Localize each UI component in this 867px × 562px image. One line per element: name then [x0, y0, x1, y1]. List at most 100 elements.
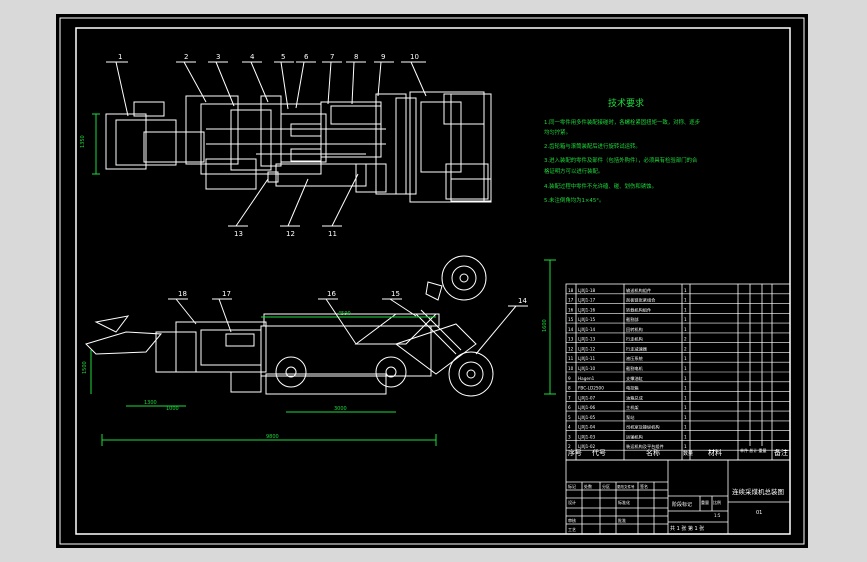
bom-seq: 8 [568, 386, 571, 391]
bom-code: LJXJ1-05 [578, 415, 596, 420]
bom-name: 行走机构 [626, 336, 643, 343]
standard-label: 标准化 [618, 499, 630, 505]
outer-border [59, 17, 805, 545]
drawing-name: 连续采煤机总装图 [732, 487, 784, 496]
balloon-2: 2 [184, 53, 188, 61]
bom-code: LJXJ1-07 [578, 395, 596, 400]
bom-header-material: 材料 [708, 448, 722, 457]
bom-qty: 1 [684, 366, 687, 371]
title-block-texts: 连续采煤机总装图 01 阶段标记 重量 比例 1:5 共 1 张 第 1 张 标… [568, 483, 784, 532]
dim-overhang: 1000 [166, 406, 179, 412]
sig-label: 签名 [640, 483, 648, 489]
bom-code: LJXJ1-03 [578, 434, 596, 439]
bom-code: LJXJ1-18 [578, 288, 596, 293]
balloon-1: 1 [118, 53, 122, 61]
stage-label: 阶段标记 [672, 501, 692, 508]
bom-name: 液压系统 [626, 355, 643, 362]
bom-seq: 18 [568, 288, 574, 293]
dim-height: 1600 [542, 319, 548, 332]
bom-header-seq: 序号 [568, 448, 582, 457]
dim-total: 9800 [266, 434, 279, 440]
inner-border [75, 27, 791, 535]
bom-qty: 1 [684, 327, 687, 332]
bom-code: LJXJ1-04 [578, 425, 596, 430]
bom-qty: 2 [684, 346, 687, 351]
balloon-13: 13 [234, 230, 243, 238]
bom-seq: 16 [568, 307, 574, 312]
bom-code: Hagen1 [578, 376, 595, 381]
bom-qty: 1 [684, 395, 687, 400]
dimension-texts: 1350 4590 1600 3000 9800 1300 1500 1000 [80, 135, 548, 440]
balloon-5: 5 [281, 53, 285, 61]
dim-front: 1300 [144, 400, 157, 406]
bom-qty: 1 [684, 356, 687, 361]
drawing-svg: 1 2 3 4 5 6 7 8 9 10 13 12 11 18 17 16 1… [59, 17, 805, 545]
bom-header-weight: 单件 总计 重量 [740, 447, 767, 453]
bom-qty: 1 [684, 444, 687, 449]
mark-label: 标记 [568, 483, 576, 489]
scale-value: 1:5 [714, 513, 721, 518]
bom-qty: 1 [684, 288, 687, 293]
bom-name: 刮板链张紧组合 [626, 297, 656, 304]
balloon-7: 7 [330, 53, 334, 61]
bom-qty: 1 [684, 298, 687, 303]
bom-qty: 1 [684, 405, 687, 410]
bom-qty: 1 [684, 386, 687, 391]
balloon-9: 9 [381, 53, 385, 61]
bom-seq: 17 [568, 298, 574, 303]
bom-seq: 6 [568, 405, 571, 410]
balloon-6: 6 [304, 53, 309, 61]
tech-note-4: 4.装配过程中零件不允许磕、碰、划伤和锈蚀。 [544, 182, 657, 190]
bom-code: LJXJ1-16 [578, 307, 596, 312]
bom-name: 泵站 [626, 414, 634, 421]
bom-code: LJXJ1-15 [578, 317, 596, 322]
approve-label: 批准 [618, 517, 626, 523]
side-view-balloons: 18 17 16 15 14 [178, 290, 527, 305]
tech-title: 技术要求 [608, 97, 644, 109]
tech-note-1: 1.同一零件用多件装配接碰时，各螺栓紧固扭矩一致，对称、逐步 [544, 118, 701, 126]
bom-name: 主机架 [626, 404, 639, 411]
bom-code: LJXJ1-14 [578, 327, 596, 332]
dim-body: 4590 [338, 311, 351, 317]
side-view [85, 255, 556, 446]
bom-seq: 12 [568, 346, 574, 351]
tech-note-3b: 格证明方可以进行装配。 [544, 167, 603, 175]
design-label: 设计 [568, 499, 576, 505]
bom-name: 截割部 [626, 316, 639, 323]
bom-code: FBC-LD2500 [578, 386, 604, 391]
balloon-10: 10 [410, 53, 419, 61]
bom-header-code: 代号 [592, 448, 606, 457]
bom-seq: 3 [568, 434, 571, 439]
balloon-14: 14 [518, 297, 527, 305]
bom-seq: 9 [568, 376, 571, 381]
check-label: 审核 [568, 517, 576, 523]
bom-qty: 1 [684, 376, 687, 381]
dim-lift: 1500 [82, 361, 88, 374]
bom-header: 序号 代号 名称 数量 材料 单件 总计 重量 备注 [568, 447, 788, 457]
dim-width: 1350 [80, 135, 86, 148]
bom-code: LJXJ1-12 [578, 346, 596, 351]
change-label: 更改文件号 [617, 484, 635, 489]
bom-qty: 1 [684, 425, 687, 430]
balloon-18: 18 [178, 290, 187, 298]
balloon-8: 8 [354, 53, 358, 61]
bom-code: LJXJ1-11 [578, 356, 596, 361]
bom-code: LJXJ1-02 [578, 444, 596, 449]
bom-code: LJXJ1-10 [578, 366, 596, 371]
bom-seq: 15 [568, 317, 574, 322]
bom-seq: 14 [568, 327, 574, 332]
division-label: 分区 [602, 483, 610, 489]
bom-name: 司机室及操纵机构 [626, 424, 660, 431]
bom-name: 输送机构组件 [626, 287, 651, 294]
tech-note-3: 3.进入装配的零件及部件（包括外购件），必须具有检验部门的合 [544, 156, 698, 164]
bom-seq: 4 [568, 425, 571, 430]
bom-name: 行走减速器 [626, 345, 648, 352]
bom-name: 油箱总成 [626, 394, 643, 401]
tech-note-5: 5.未注倒角均为1×45°。 [544, 196, 604, 204]
bom-name: 回转机构 [626, 326, 643, 333]
balloon-12: 12 [286, 230, 295, 238]
bom-code: LJXJ1-13 [578, 337, 596, 342]
bom-qty: 1 [684, 415, 687, 420]
